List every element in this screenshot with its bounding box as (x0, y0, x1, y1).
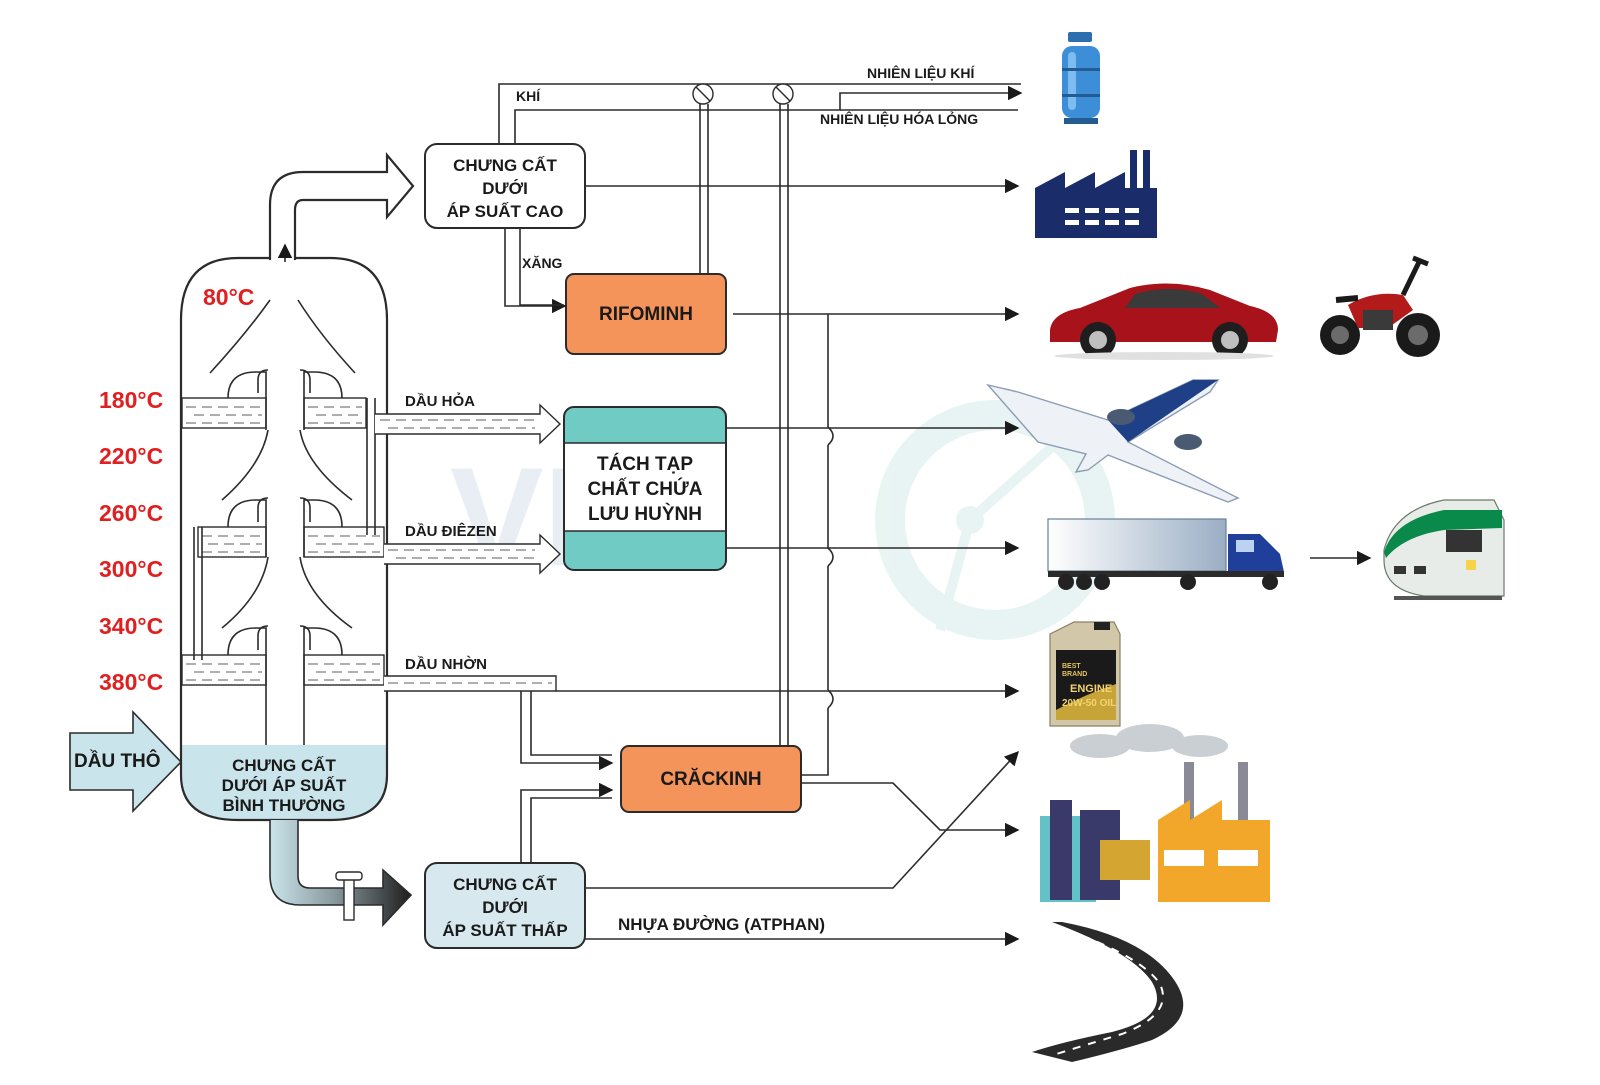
temp-80: 80°C (203, 284, 254, 310)
svg-text:BEST: BEST (1062, 663, 1081, 670)
valve-icon[interactable] (692, 83, 714, 105)
svg-text:BÌNH THƯỜNG: BÌNH THƯỜNG (222, 796, 345, 815)
temp-340: 340°C (99, 613, 163, 639)
svg-text:CHẤT CHỨA: CHẤT CHỨA (588, 478, 703, 500)
svg-text:DƯỚI: DƯỚI (482, 898, 528, 917)
svg-text:CHƯNG CẤT: CHƯNG CẤT (232, 756, 336, 775)
liquefied-fuel-label: NHIÊN LIỆU HÓA LỎNG (820, 110, 978, 127)
svg-text:RIFOMINH: RIFOMINH (599, 304, 693, 325)
gas-fuel-label: NHIÊN LIỆU KHÍ (867, 64, 975, 81)
kerosene-stream: DẦU HỎA (375, 392, 562, 445)
truck-icon (1047, 518, 1284, 590)
oil-can-icon: BEST BRAND ENGINE 20W-50 OIL (1049, 621, 1121, 727)
connector-lines: KHÍ NHIÊN LIỆU KHÍ NHIÊN LIỆU HÓA LỎNG X… (498, 64, 1372, 947)
tray-2 (197, 429, 385, 558)
lube-oil-stream: DẦU NHỜN (384, 655, 614, 771)
temperature-labels: 80°C 180°C 220°C 260°C 300°C 340°C 380°C (99, 284, 254, 695)
motorcycle-icon (1320, 255, 1440, 357)
svg-text:BRAND: BRAND (1062, 671, 1087, 678)
svg-text:LƯU HUỲNH: LƯU HUỲNH (588, 503, 702, 525)
industrial-plant-icon (1040, 724, 1270, 902)
train-icon (1383, 499, 1505, 600)
svg-text:ÁP SUẤT THẤP: ÁP SUẤT THẤP (442, 921, 567, 940)
temp-220: 220°C (99, 443, 163, 469)
diesel-label: DẦU ĐIÊZEN (405, 522, 497, 540)
reforming-box[interactable]: RIFOMINH (565, 273, 727, 355)
tray-3 (181, 556, 385, 745)
svg-text:DƯỚI ÁP SUẤT: DƯỚI ÁP SUẤT (222, 776, 347, 795)
temp-300: 300°C (99, 556, 163, 582)
asphalt-label: NHỰA ĐƯỜNG (ATPHAN) (618, 915, 825, 934)
temp-180: 180°C (99, 387, 163, 413)
diesel-stream: DẦU ĐIÊZEN (384, 522, 562, 575)
crude-oil-arrow (69, 710, 183, 813)
road-icon (1032, 922, 1184, 1062)
valve-icon[interactable] (772, 83, 794, 105)
tray-1 (181, 299, 367, 430)
svg-text:TÁCH TẠP: TÁCH TẠP (597, 453, 693, 475)
airplane-icon (986, 379, 1240, 503)
svg-text:ÁP SUẤT CAO: ÁP SUẤT CAO (447, 202, 564, 221)
cracking-box[interactable]: CRĂCKINH (620, 745, 802, 813)
high-pressure-distillation-box[interactable]: CHƯNG CẤT DƯỚI ÁP SUẤT CAO (424, 143, 586, 229)
svg-text:20W-50 OIL: 20W-50 OIL (1062, 698, 1116, 709)
svg-text:CRĂCKINH: CRĂCKINH (660, 768, 761, 790)
car-icon (1050, 283, 1278, 360)
svg-text:ENGINE: ENGINE (1070, 683, 1112, 695)
temp-260: 260°C (99, 500, 163, 526)
svg-text:CHƯNG CẤT: CHƯNG CẤT (453, 156, 557, 175)
valve-icon[interactable] (335, 871, 363, 921)
gasoline-label: XĂNG (522, 255, 563, 271)
gas-cylinder-icon (1062, 32, 1100, 124)
low-pressure-distillation-box[interactable]: CHƯNG CẤT DƯỚI ÁP SUẤT THẤP (424, 862, 586, 949)
factory-icon (1035, 150, 1157, 238)
desulfurization-box[interactable]: TÁCH TẠP CHẤT CHỨA LƯU HUỲNH (563, 406, 727, 571)
distillation-column (69, 151, 415, 928)
temp-380: 380°C (99, 669, 163, 695)
svg-text:DƯỚI: DƯỚI (482, 179, 528, 198)
lube-oil-label: DẦU NHỜN (405, 655, 487, 673)
column-base-label: CHƯNG CẤT DƯỚI ÁP SUẤT BÌNH THƯỜNG (222, 756, 347, 815)
watermark: VNF (450, 400, 1115, 640)
svg-text:CHƯNG CẤT: CHƯNG CẤT (453, 875, 557, 894)
crude-oil-label: DẦU THÔ (74, 750, 161, 772)
kerosene-label: DẦU HỎA (405, 392, 475, 410)
gas-label: KHÍ (516, 88, 541, 104)
